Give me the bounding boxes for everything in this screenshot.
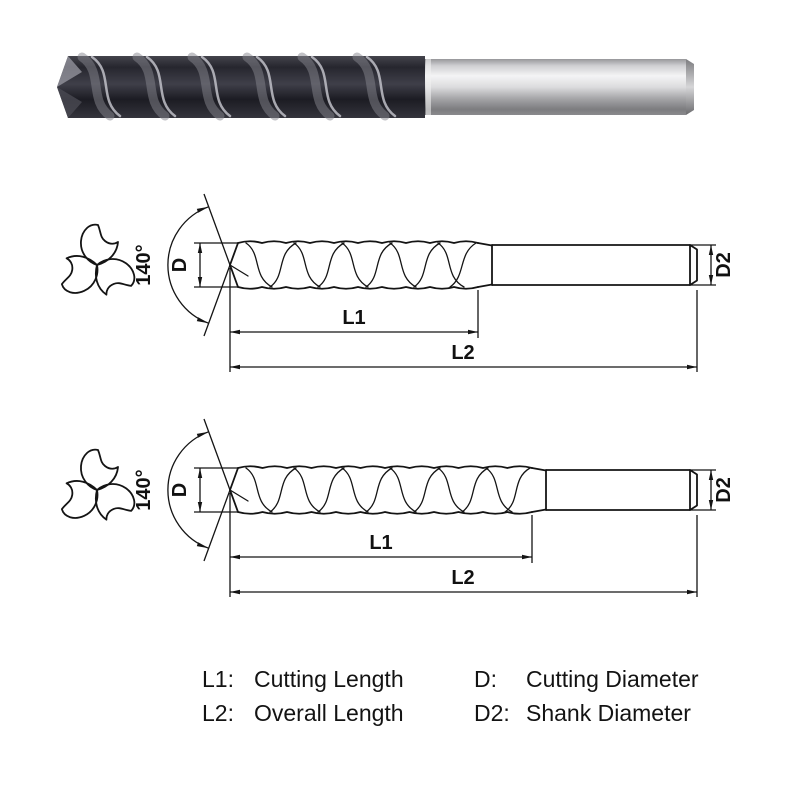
legend-abbr-l1: L1: <box>202 666 234 692</box>
d-label: D <box>169 258 191 272</box>
l1-label: L1 <box>342 307 365 329</box>
overall-length-dimension-2: L2 <box>230 515 698 597</box>
l1-label: L1 <box>369 532 392 554</box>
cutting-length-dimension-2: L1 <box>229 493 533 597</box>
angle-label: 140° <box>133 244 155 285</box>
l2-label: L2 <box>451 342 474 364</box>
d2-label: D2 <box>713 252 735 278</box>
legend-abbr-d2: D2: <box>474 700 510 726</box>
legend-item-d: D: Cutting Diameter <box>474 666 784 693</box>
end-view-2 <box>60 448 136 521</box>
angle-label: 140° <box>133 469 155 510</box>
technical-drawing-1: 140° D D2 L1 <box>60 193 735 372</box>
legend-desc-d2: Shank Diameter <box>526 700 691 726</box>
photo-flute-section <box>57 52 425 121</box>
legend-desc-d: Cutting Diameter <box>526 666 699 692</box>
photo-shank-section <box>425 59 694 115</box>
cutting-length-dimension-1: L1 <box>229 268 479 372</box>
end-view-1 <box>60 223 136 296</box>
legend-item-d2: D2: Shank Diameter <box>474 700 784 727</box>
angle-dimension-2: 140° <box>133 418 231 562</box>
technical-drawing-2: 140° D D2 L1 <box>60 418 735 597</box>
shank-end-chamfer <box>686 59 694 115</box>
legend-item-l1: L1: Cutting Length <box>202 666 474 693</box>
legend: L1: Cutting Length D: Cutting Diameter L… <box>202 666 784 727</box>
cutting-diameter-dimension-2: D <box>169 467 238 513</box>
product-photo <box>57 52 694 121</box>
d2-label: D2 <box>713 477 735 503</box>
legend-desc-l2: Overall Length <box>254 700 404 726</box>
legend-abbr-l2: L2: <box>202 700 234 726</box>
shank-diameter-dimension-1: D2 <box>690 244 735 286</box>
side-view-2 <box>229 465 698 515</box>
drill-tip-facet-highlight <box>57 56 82 87</box>
shank-diameter-dimension-2: D2 <box>690 469 735 511</box>
legend-abbr-d: D: <box>474 666 497 692</box>
cutting-diameter-dimension-1: D <box>169 242 238 288</box>
d-label: D <box>169 483 191 497</box>
side-view-1 <box>229 240 698 290</box>
drill-tip-facet-shadow <box>57 87 82 118</box>
overall-length-dimension-1: L2 <box>230 290 698 372</box>
l2-label: L2 <box>451 567 474 589</box>
angle-dimension-1: 140° <box>133 193 231 337</box>
legend-item-l2: L2: Overall Length <box>202 700 474 727</box>
legend-desc-l1: Cutting Length <box>254 666 404 692</box>
